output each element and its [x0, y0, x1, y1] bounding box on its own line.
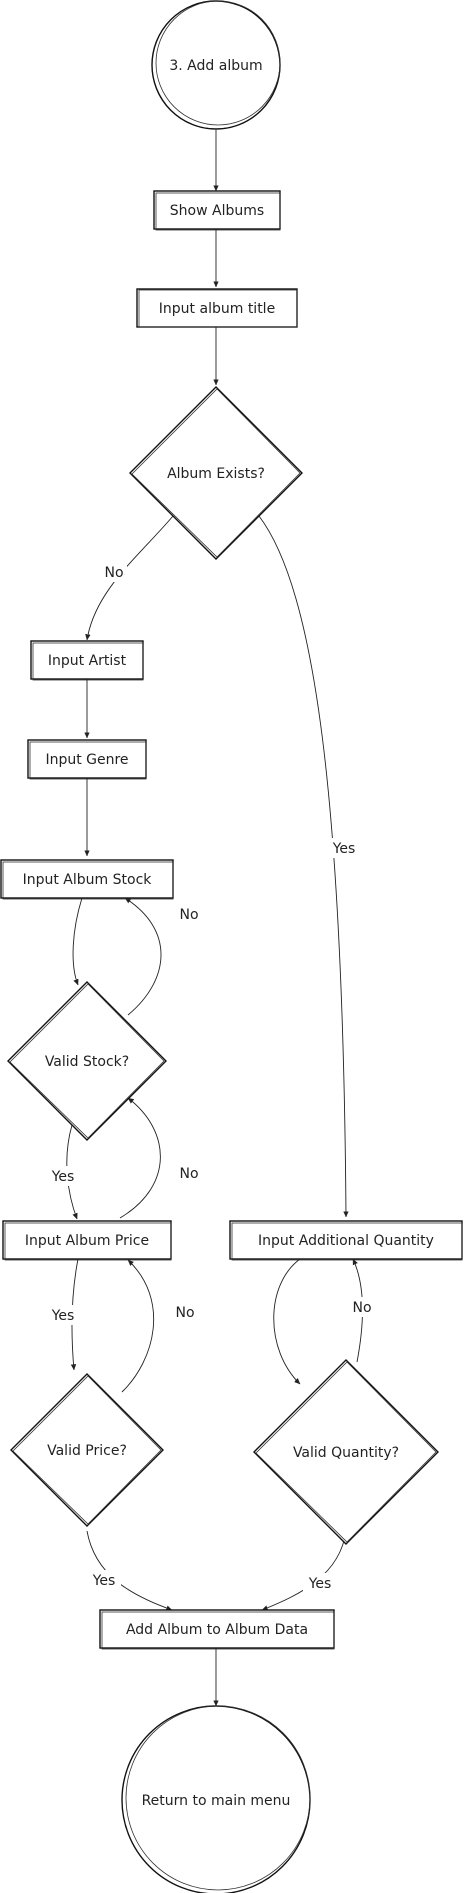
node-start-label: 3. Add album — [169, 58, 262, 74]
node-input-stock: Input Album Stock — [0, 859, 174, 900]
node-valid-price: Valid Price? — [10, 1373, 164, 1527]
edge-valid-qty-yes — [262, 1530, 347, 1610]
svg-text:No: No — [352, 1300, 371, 1316]
edge-label-price-yes: Yes — [46, 1305, 80, 1325]
node-album-exists-label: Album Exists? — [167, 466, 265, 482]
svg-text:Yes: Yes — [51, 1169, 75, 1185]
edge-stock-to-valid-stock — [72, 897, 83, 985]
edge-labels: No Yes No Yes No Yes No Yes — [46, 562, 375, 1593]
svg-text:Yes: Yes — [308, 1576, 332, 1592]
edge-label-exists-no: No — [101, 562, 127, 582]
svg-text:No: No — [175, 1305, 194, 1321]
node-add-album-label: Add Album to Album Data — [126, 1622, 308, 1638]
svg-text:No: No — [104, 565, 123, 581]
node-valid-stock-label: Valid Stock? — [45, 1054, 129, 1070]
node-add-album: Add Album to Album Data — [99, 1609, 335, 1650]
svg-text:No: No — [179, 907, 198, 923]
edge-valid-stock-no — [125, 897, 162, 1016]
svg-text:No: No — [179, 1166, 198, 1182]
node-start: 3. Add album — [151, 0, 281, 130]
node-valid-price-label: Valid Price? — [47, 1443, 127, 1459]
node-input-genre: Input Genre — [27, 739, 147, 780]
node-input-price-label: Input Album Price — [25, 1233, 149, 1249]
edge-label-exists-yes: Yes — [327, 838, 361, 858]
node-end-label: Return to main menu — [142, 1793, 291, 1809]
node-input-qty: Input Additional Quantity — [229, 1220, 463, 1261]
node-valid-qty: Valid Quantity? — [253, 1359, 439, 1545]
edge-qty-to-valid-qty — [273, 1258, 301, 1385]
svg-text:Yes: Yes — [332, 841, 356, 857]
edges — [66, 130, 364, 1706]
svg-text:Yes: Yes — [51, 1308, 75, 1324]
node-input-title-label: Input album title — [159, 301, 275, 317]
node-end: Return to main menu — [121, 1705, 311, 1893]
edge-label-price-to-add-yes: Yes — [87, 1570, 121, 1590]
node-input-qty-label: Input Additional Quantity — [258, 1233, 434, 1249]
edge-label-qty-no: No — [349, 1297, 375, 1317]
edge-exists-no — [87, 515, 174, 640]
edge-label-qty-yes: Yes — [303, 1573, 337, 1593]
edge-price-back-no — [119, 1097, 161, 1219]
edge-label-stock-yes: Yes — [46, 1166, 80, 1186]
node-input-artist: Input Artist — [30, 640, 144, 681]
node-valid-stock: Valid Stock? — [7, 981, 167, 1141]
node-show-albums: Show Albums — [153, 190, 281, 231]
node-show-albums-label: Show Albums — [170, 203, 264, 219]
node-album-exists: Album Exists? — [129, 386, 303, 560]
edge-exists-yes — [258, 515, 346, 1217]
node-input-title: Input album title — [136, 288, 298, 328]
edge-label-price-no: No — [172, 1302, 198, 1322]
edge-valid-price-no — [121, 1259, 155, 1393]
node-input-artist-label: Input Artist — [48, 653, 127, 669]
node-input-stock-label: Input Album Stock — [23, 872, 153, 888]
svg-text:Yes: Yes — [92, 1573, 116, 1589]
edge-label-stock-no: No — [176, 904, 202, 924]
edge-label-price-back-no: No — [176, 1163, 202, 1183]
node-input-price: Input Album Price — [2, 1220, 172, 1261]
node-valid-qty-label: Valid Quantity? — [293, 1445, 399, 1461]
node-input-genre-label: Input Genre — [45, 752, 128, 768]
